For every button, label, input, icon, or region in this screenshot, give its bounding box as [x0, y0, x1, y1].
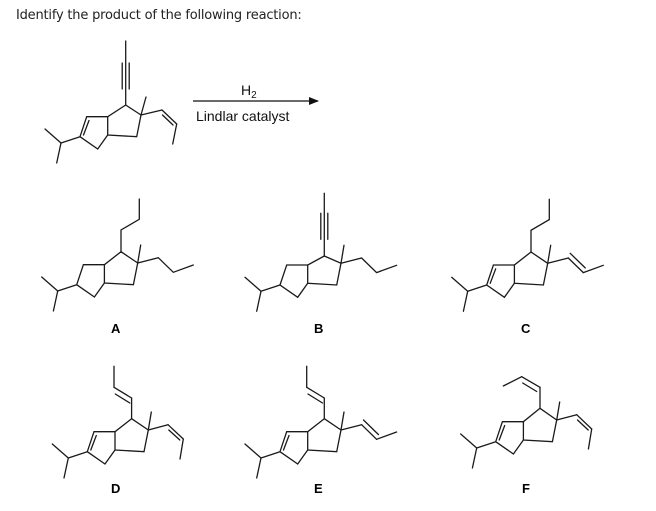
methyl-group — [556, 401, 561, 421]
isopropyl-group — [41, 276, 78, 312]
propyl-group-top — [530, 198, 550, 253]
methyl-group — [340, 411, 345, 431]
bicyclic-core — [279, 418, 342, 465]
question-text: Identify the product of the following re… — [16, 8, 302, 23]
reagent-catalyst: Lindlar catalyst — [196, 108, 289, 124]
bicyclic-core — [86, 418, 150, 465]
bicyclic-core — [75, 251, 139, 298]
isopropyl-group — [44, 128, 81, 164]
trans-propenyl-group-top — [113, 365, 133, 420]
choice-a-label[interactable]: A — [111, 321, 121, 336]
methyl-group — [147, 411, 152, 431]
propyl-group-right — [137, 256, 194, 274]
isopropyl-group — [460, 433, 497, 469]
choice-c-molecule[interactable] — [451, 198, 604, 312]
choice-b-label[interactable]: B — [314, 321, 323, 336]
reactant-molecule — [44, 40, 178, 164]
isopropyl-group — [51, 443, 88, 479]
choice-e-molecule[interactable] — [244, 365, 398, 479]
bicyclic-core — [494, 407, 558, 455]
choice-d-molecule[interactable] — [51, 365, 184, 479]
reagent-h2: H2 — [241, 82, 257, 101]
trans-propenyl-group-right — [340, 419, 398, 440]
propyl-group-top — [120, 198, 140, 253]
cis-propenyl-group-top — [502, 376, 541, 409]
choice-f-molecule[interactable] — [460, 376, 593, 469]
choice-d-label[interactable]: D — [111, 481, 120, 496]
cis-propenyl-group — [147, 424, 184, 460]
bicyclic-core — [485, 251, 549, 299]
cis-propenyl-group — [140, 109, 178, 145]
methyl-group — [547, 244, 552, 264]
isopropyl-group — [451, 276, 488, 312]
choice-c-label[interactable]: C — [521, 321, 531, 336]
isopropyl-group — [244, 443, 281, 479]
trans-propenyl-group — [547, 252, 604, 274]
propynyl-group — [320, 192, 329, 257]
propynyl-group — [121, 40, 130, 106]
choice-e-label[interactable]: E — [314, 481, 323, 496]
isopropyl-group — [244, 276, 281, 312]
bicyclic-core — [79, 104, 142, 150]
choice-f-label[interactable]: F — [522, 481, 530, 496]
choice-a-molecule[interactable] — [41, 198, 194, 312]
propyl-group-right — [340, 257, 398, 274]
methyl-group — [137, 244, 142, 264]
cis-propenyl-group — [556, 414, 593, 450]
methyl-group — [140, 96, 147, 116]
methyl-group — [340, 244, 345, 264]
choice-b-molecule[interactable] — [244, 192, 398, 312]
bicyclic-core — [279, 255, 342, 299]
trans-propenyl-group-top — [306, 365, 325, 420]
